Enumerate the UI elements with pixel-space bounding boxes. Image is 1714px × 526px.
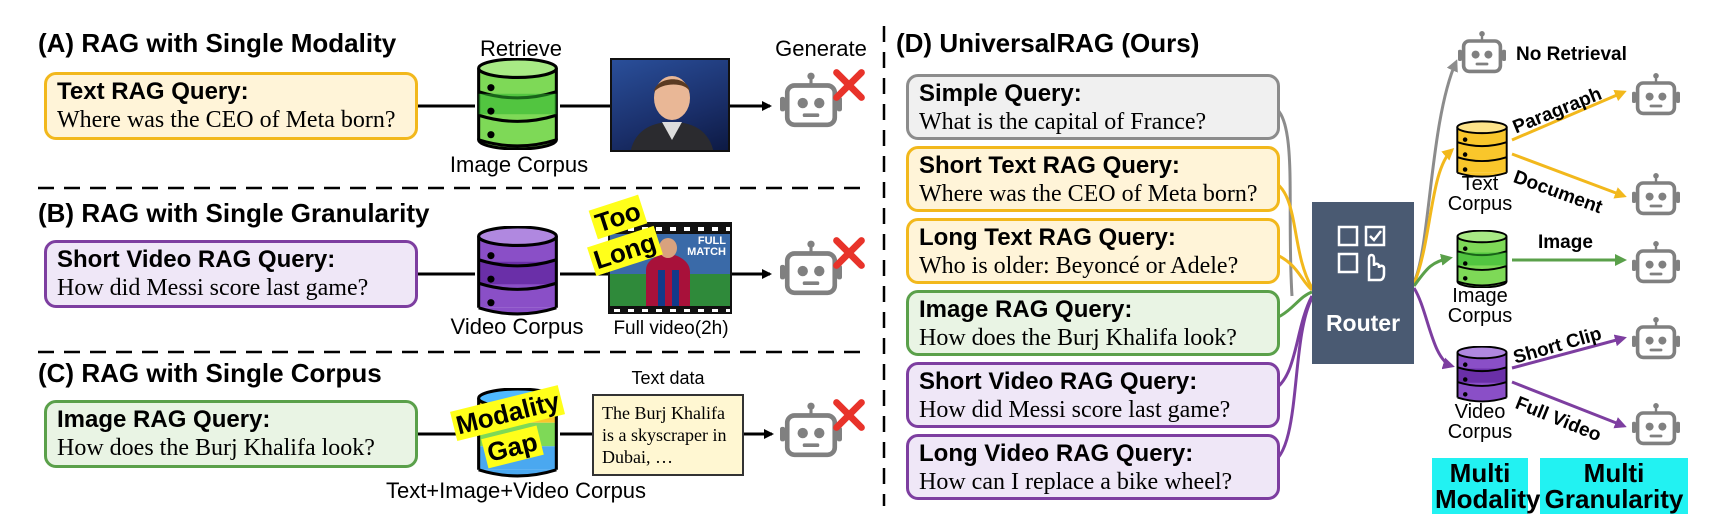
panel-a-query-box: Text RAG Query: Where was the CEO of Met… [44,72,418,140]
query-title-long-video: Long Video RAG Query: [919,440,1194,467]
multi-granularity-line-2: Granularity [1544,484,1684,514]
panel-c-query-title: Image RAG Query: [57,406,271,433]
robot-full-video-icon [1632,402,1680,446]
robot-paragraph-icon [1632,72,1680,116]
video-corpus-line-1: Video [1454,401,1506,423]
generate-label: Generate [775,36,867,61]
panel-b-fail-icon [837,241,862,266]
query-text-simple: What is the capital of France? [919,109,1207,135]
panel-b-corpus-label: Video Corpus [450,314,584,339]
arrow-short-clip [1511,334,1627,370]
text-data-line-1: The Burj Khalifa [602,403,725,423]
image-corpus-line-1: Image [1452,285,1508,307]
query-title-long-text: Long Text RAG Query: [919,224,1176,251]
robot-no-retrieval-icon [1458,30,1506,74]
panel-b-database-icon [477,226,558,316]
query-text-long-video: How can I replace a bike wheel? [919,469,1233,495]
text-corpus-icon [1456,120,1508,178]
panel-c-query-box: Image RAG Query: How does the Burj Khali… [44,400,418,468]
panel-a-query-text: Where was the CEO of Meta born? [57,107,396,133]
panel-a-robot-icon [780,73,842,125]
panel-b-query-title: Short Video RAG Query: [57,246,336,273]
panel-c-corpus-label: Text+Image+Video Corpus [385,478,647,503]
text-data-label: Text data [631,368,705,388]
query-box-short-text: Short Text RAG Query: Where was the CEO … [906,146,1280,212]
query-box-image: Image RAG Query: How does the Burj Khali… [906,290,1280,356]
text-data-box: The Burj Khalifa is a skyscraper in Duba… [592,394,744,476]
text-corpus-line-2: Corpus [1447,193,1513,215]
panel-c-robot-icon [780,403,842,455]
video-overlay-full: FULL [697,235,726,247]
image-corpus-label: Image Corpus [1434,286,1526,326]
full-video-thumbnail: FULL MATCH [608,222,732,314]
text-corpus-line-1: Text [1461,173,1499,195]
arrow-full-video [1511,380,1627,429]
router-select-icon [1337,225,1386,282]
arrow-document [1511,152,1627,199]
panel-a-corpus-label: Image Corpus [449,152,589,177]
full-video-label: Full video(2h) [613,318,729,339]
video-overlay-match: MATCH [687,246,726,258]
no-retrieval-label: No Retrieval [1516,44,1627,65]
panel-b-title: (B) RAG with Single Granularity [38,198,430,228]
video-corpus-line-2: Corpus [1447,421,1513,443]
robot-document-icon [1632,172,1680,216]
panel-c-title: (C) RAG with Single Corpus [38,358,382,388]
image-corpus-icon [1456,230,1508,288]
query-text-short-text: Where was the CEO of Meta born? [919,181,1258,207]
robot-short-clip-icon [1632,316,1680,360]
image-corpus-line-2: Corpus [1447,305,1513,327]
panel-c-query-text: How does the Burj Khalifa look? [57,435,375,461]
video-corpus-label: Video Corpus [1434,402,1526,442]
image-path-label: Image [1538,232,1593,253]
query-text-long-text: Who is older: Beyoncé or Adele? [919,253,1239,279]
route-out-image [1412,253,1453,287]
panel-a-fail-icon [837,73,862,98]
multi-granularity-highlight: Multi Granularity [1540,458,1688,514]
retrieve-label: Retrieve [480,36,562,61]
panel-c-fail-icon [837,403,862,428]
query-title-short-text: Short Text RAG Query: [919,152,1180,179]
query-title-image: Image RAG Query: [919,296,1133,323]
route-out-no-retrieval [1412,59,1458,283]
route-out-video [1412,287,1455,370]
panel-b-query-box: Short Video RAG Query: How did Messi sco… [44,240,418,308]
arrow-paragraph [1511,90,1627,142]
multi-granularity-line-1: Multi [1583,458,1645,488]
retrieved-portrait-image [610,58,730,152]
text-data-line-2: is a skyscraper in [602,425,727,445]
multi-modality-highlight: Multi Modality [1432,458,1541,514]
router-label: Router [1325,310,1401,336]
query-text-short-video: How did Messi score last game? [919,397,1231,423]
query-box-long-text: Long Text RAG Query: Who is older: Beyon… [906,218,1280,284]
multi-modality-line-2: Modality [1435,484,1541,514]
query-box-short-video: Short Video RAG Query: How did Messi sco… [906,362,1280,428]
panel-a-database-icon [477,58,558,150]
video-corpus-icon [1456,346,1508,403]
panel-a-query-title: Text RAG Query: [57,78,249,105]
panel-a-title: (A) RAG with Single Modality [38,28,397,58]
query-box-simple: Simple Query: What is the capital of Fra… [906,74,1280,140]
multi-modality-line-1: Multi [1449,458,1511,488]
panel-b-robot-icon [780,241,842,293]
panel-b-query-text: How did Messi score last game? [57,275,369,301]
text-corpus-label: Text Corpus [1434,174,1526,214]
robot-image-icon [1632,240,1680,284]
query-title-short-video: Short Video RAG Query: [919,368,1198,395]
router-block: Router [1312,202,1414,364]
text-data-line-3: Dubai, … [602,447,673,467]
query-title-simple: Simple Query: [919,80,1082,107]
panel-d-title: (D) UniversalRAG (Ours) [896,28,1200,58]
query-text-image: How does the Burj Khalifa look? [919,325,1237,351]
portrait-photo-icon [630,76,714,150]
query-box-long-video: Long Video RAG Query: How can I replace … [906,434,1280,500]
route-out-text [1412,147,1455,285]
